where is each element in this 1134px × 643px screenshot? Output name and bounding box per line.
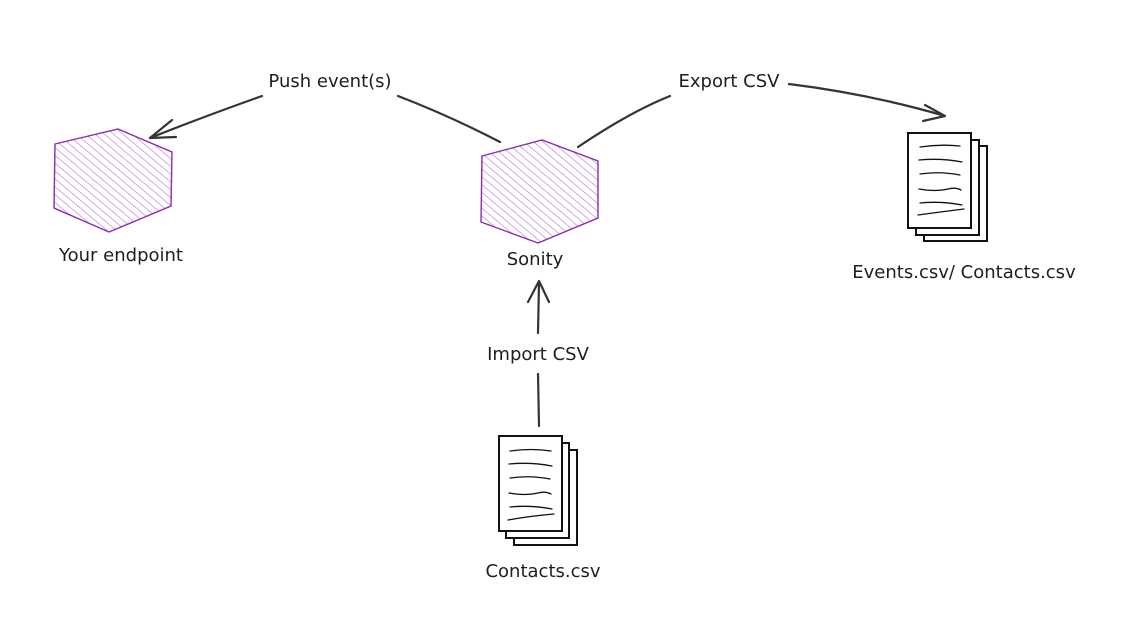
push-events-label: Push event(s) — [268, 71, 391, 92]
document-stack-icon — [907, 132, 988, 242]
push-arrow-shaft-right — [396, 94, 502, 144]
edge-export-csv — [576, 82, 947, 149]
export-arrowhead — [921, 103, 947, 123]
node-import-file: Contacts.csv — [485, 435, 601, 582]
edge-push-events — [148, 94, 502, 144]
document-stack-icon — [498, 435, 578, 546]
document-sheet-front — [498, 435, 563, 532]
export-files-label: Events.csv/ Contacts.csv — [852, 262, 1076, 283]
node-endpoint: Your endpoint — [53, 128, 183, 266]
hexagon-icon — [53, 128, 173, 233]
import-csv-label: Import CSV — [487, 344, 589, 365]
import-arrow-shaft-top — [536, 280, 541, 335]
export-arrow-shaft-left — [576, 94, 672, 149]
import-arrow-shaft-bottom — [536, 372, 541, 428]
import-arrowhead — [526, 279, 551, 304]
push-arrowhead — [148, 118, 178, 140]
node-sonity: Sonity — [480, 139, 599, 270]
import-file-label: Contacts.csv — [485, 561, 600, 582]
push-arrow-shaft-left — [148, 94, 264, 140]
export-arrow-shaft-right — [787, 82, 947, 118]
edge-import-csv — [526, 279, 551, 428]
node-export-files: Events.csv/ Contacts.csv — [852, 132, 1076, 283]
document-sheet-front — [907, 132, 972, 229]
export-csv-label: Export CSV — [679, 71, 781, 92]
sonity-label: Sonity — [507, 249, 564, 270]
hexagon-icon — [480, 139, 599, 244]
endpoint-label: Your endpoint — [58, 245, 183, 266]
